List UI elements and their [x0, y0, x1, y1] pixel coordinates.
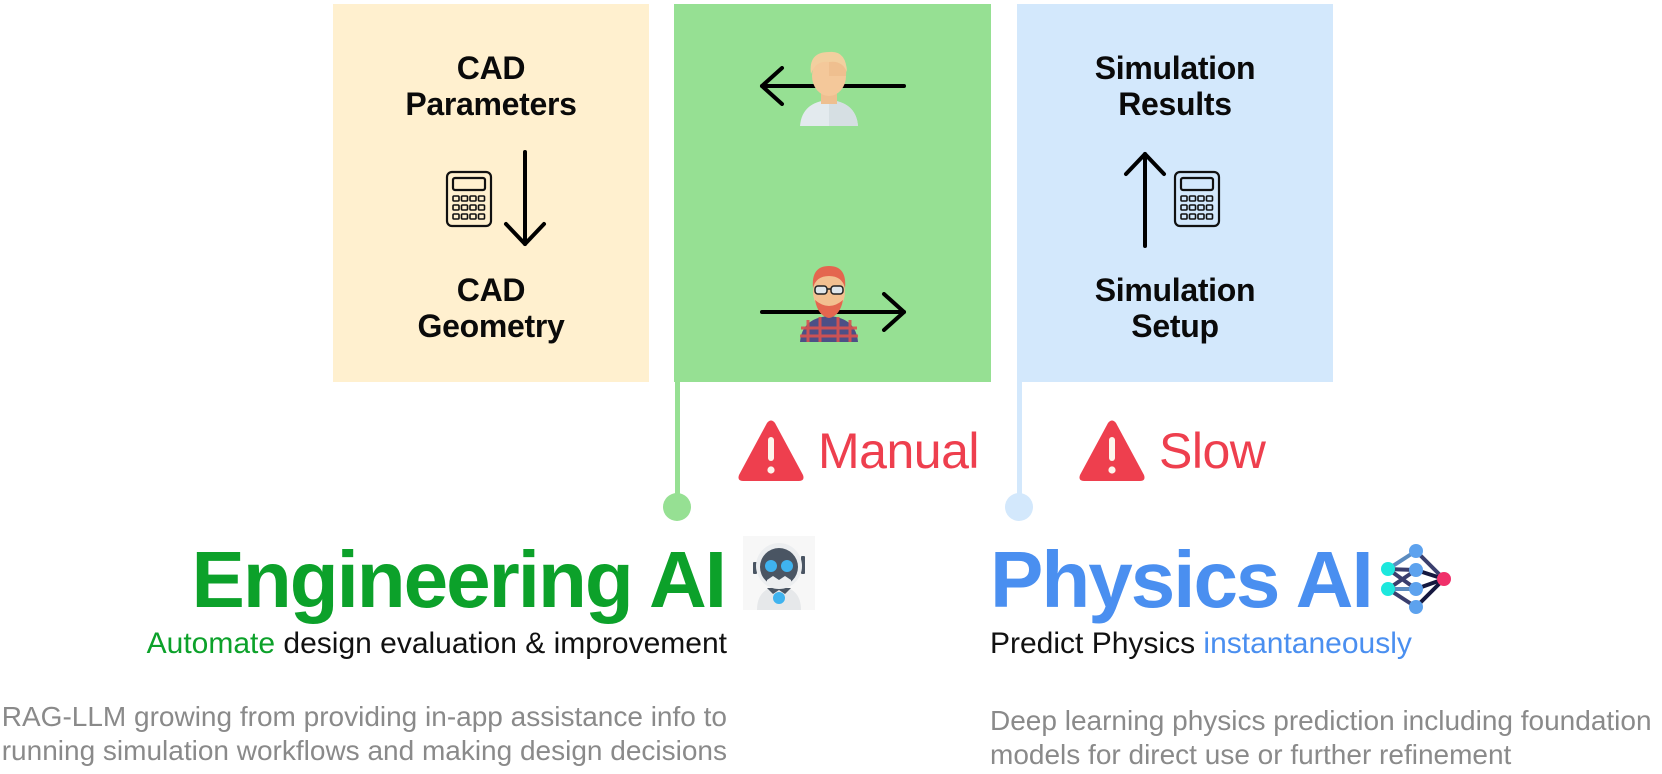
description-line: models for direct use or further refinem…	[990, 739, 1512, 770]
warning-label: Manual	[818, 423, 980, 479]
engineering-connector-dot	[663, 493, 691, 521]
cad-parameters-label: CAD Parameters	[333, 50, 649, 122]
manual-warning: Manual	[736, 418, 980, 484]
slow-warning: Slow	[1077, 418, 1266, 484]
label-line: CAD	[456, 272, 526, 308]
robot-icon	[743, 536, 815, 610]
description-line: Deep learning physics prediction includi…	[990, 705, 1652, 736]
subtitle-highlight: Automate	[146, 627, 276, 660]
engineering-ai-title: Engineering AI	[191, 535, 727, 624]
person-icon	[796, 46, 862, 128]
engineer-icon	[796, 260, 862, 344]
simulation-panel: Simulation Results Simulation Setup	[1017, 4, 1333, 382]
warning-icon	[736, 419, 806, 483]
physics-ai-description: Deep learning physics prediction includi…	[990, 704, 1652, 772]
physics-connector-line	[1017, 382, 1022, 504]
label-line: Results	[1118, 86, 1232, 122]
physics-ai-subtitle: Predict Physics instantaneously	[990, 626, 1412, 662]
physics-connector-dot	[1005, 493, 1033, 521]
label-line: CAD	[456, 50, 526, 86]
warning-label: Slow	[1159, 423, 1266, 479]
arrow-down-icon	[503, 150, 547, 248]
calculator-icon	[445, 170, 493, 228]
engineering-ai-subtitle: Automate design evaluation & improvement	[147, 626, 727, 662]
label-line: Setup	[1131, 308, 1219, 344]
manual-panel	[674, 4, 991, 382]
subtitle-text: design evaluation & improvement	[275, 627, 727, 660]
calculator-icon	[1173, 170, 1221, 228]
subtitle-highlight: instantaneously	[1203, 627, 1412, 660]
physics-ai-title: Physics AI	[990, 535, 1374, 624]
label-line: Simulation	[1094, 272, 1256, 308]
cad-panel: CAD Parameters CAD Geometry	[333, 4, 649, 382]
label-line: Simulation	[1094, 50, 1256, 86]
description-line: RAG-LLM growing from providing in-app as…	[1, 701, 727, 732]
simulation-results-label: Simulation Results	[1017, 50, 1333, 122]
engineering-connector-line	[675, 382, 680, 504]
simulation-setup-label: Simulation Setup	[1017, 272, 1333, 344]
arrow-up-icon	[1123, 150, 1167, 248]
engineering-ai-description: RAG-LLM growing from providing in-app as…	[2, 700, 727, 768]
description-line: running simulation workflows and making …	[1, 735, 727, 766]
warning-icon	[1077, 419, 1147, 483]
cad-geometry-label: CAD Geometry	[333, 272, 649, 344]
neural-network-icon	[1380, 543, 1452, 615]
label-line: Geometry	[417, 308, 565, 344]
subtitle-text: Predict Physics	[990, 627, 1204, 660]
label-line: Parameters	[405, 86, 577, 122]
